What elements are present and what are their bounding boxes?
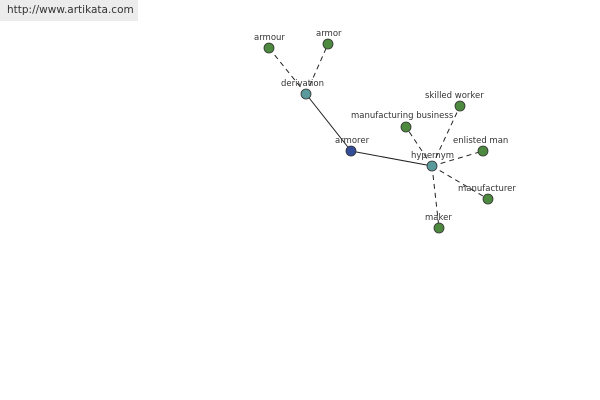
node-label-armorer[interactable]: armorer xyxy=(335,136,370,146)
node-label-armour[interactable]: armour xyxy=(254,33,285,43)
node-hypernym[interactable]: hypernym xyxy=(411,151,454,172)
edge-hypernym-manufacturing-business xyxy=(405,126,433,167)
node-dot-skilled-worker[interactable] xyxy=(454,100,466,112)
node-skilled-worker[interactable]: skilled worker xyxy=(425,91,484,112)
node-label-derivation[interactable]: derivation xyxy=(281,79,324,89)
edge-armorer-hypernym xyxy=(350,150,433,167)
node-enlisted-man[interactable]: enlisted man xyxy=(453,136,508,157)
node-dot-derivation[interactable] xyxy=(300,88,312,100)
node-dot-hypernym[interactable] xyxy=(426,160,438,172)
node-label-armor[interactable]: armor xyxy=(316,29,342,39)
nodes-layer: armorer derivation hypernym armour armor manu… xyxy=(254,29,516,234)
node-label-manufacturing-business[interactable]: manufacturing business xyxy=(351,111,454,121)
node-label-skilled-worker[interactable]: skilled worker xyxy=(425,91,484,101)
node-label-maker[interactable]: maker xyxy=(425,213,452,223)
node-label-hypernym[interactable]: hypernym xyxy=(411,151,454,161)
node-maker[interactable]: maker xyxy=(425,213,452,234)
edge-hypernym-maker xyxy=(431,165,440,229)
node-dot-armorer[interactable] xyxy=(345,145,357,157)
node-manufacturer[interactable]: manufacturer xyxy=(458,184,516,205)
edge-hypernym-skilled-worker xyxy=(431,105,461,167)
node-armor[interactable]: armor xyxy=(316,29,342,50)
node-derivation[interactable]: derivation xyxy=(281,79,324,100)
edge-hypernym-manufacturer xyxy=(431,165,489,200)
node-label-manufacturer[interactable]: manufacturer xyxy=(458,184,516,194)
edge-armorer-derivation xyxy=(305,93,352,152)
node-dot-armor[interactable] xyxy=(322,38,334,50)
source-url[interactable]: http://www.artikata.com xyxy=(0,0,138,21)
node-label-enlisted-man[interactable]: enlisted man xyxy=(453,136,508,146)
node-dot-enlisted-man[interactable] xyxy=(477,145,489,157)
node-dot-manufacturer[interactable] xyxy=(482,193,494,205)
node-manufacturing-business[interactable]: manufacturing business xyxy=(351,111,454,133)
node-dot-manufacturing-business[interactable] xyxy=(400,121,412,133)
edge-derivation-armour xyxy=(268,47,307,95)
node-dot-armour[interactable] xyxy=(263,42,275,54)
edges-layer xyxy=(268,43,489,229)
node-dot-maker[interactable] xyxy=(433,222,445,234)
node-armour[interactable]: armour xyxy=(254,33,285,54)
node-armorer[interactable]: armorer xyxy=(335,136,370,157)
edge-derivation-armor xyxy=(305,43,329,95)
